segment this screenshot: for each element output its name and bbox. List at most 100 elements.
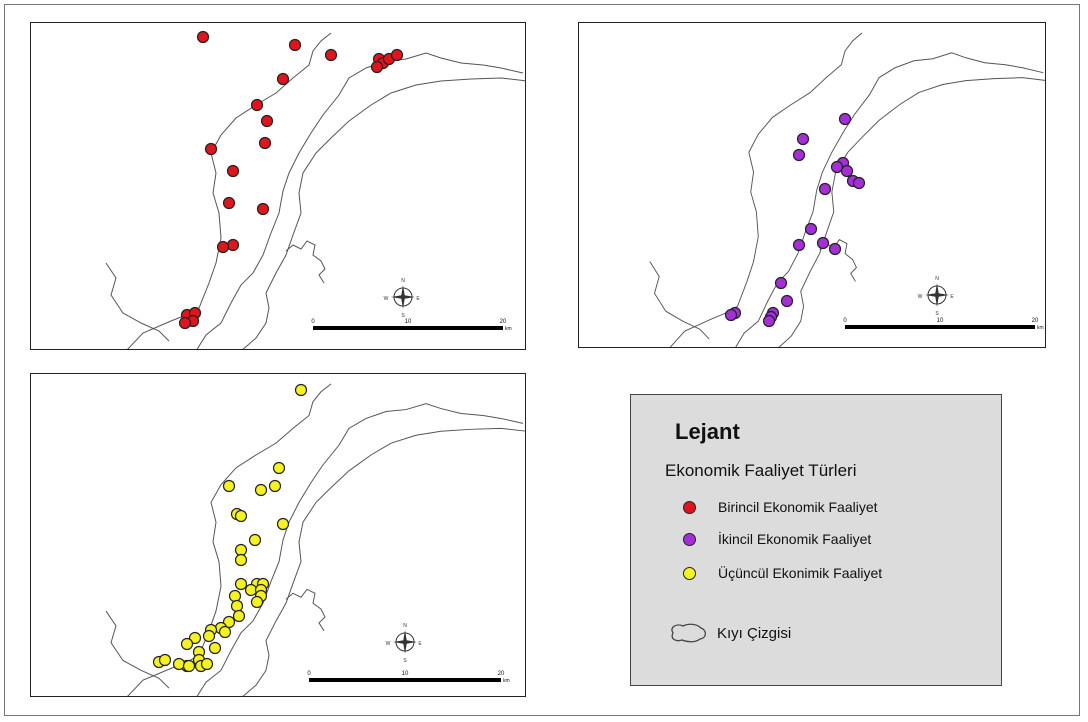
secondary-coastline-path-3 <box>649 261 710 340</box>
figure-frame <box>4 4 1080 716</box>
primary-activity-point <box>370 60 384 74</box>
legend-item-coastline: Kıyı Çizgisi <box>667 621 791 645</box>
secondary-activity-point <box>762 314 776 328</box>
tertiary-activity-point <box>222 479 236 493</box>
secondary-scalebar-label-2: 20 <box>1032 318 1039 324</box>
tertiary-activity-point <box>234 543 248 557</box>
primary-scalebar-label-0: 0 <box>311 319 315 325</box>
legend-coastline-label: Kıyı Çizgisi <box>717 624 792 642</box>
legend-subtitle: Ekonomik Faaliyet Türleri <box>665 461 857 480</box>
tertiary-activity-point <box>202 629 216 643</box>
primary-coastline-path-1 <box>196 52 524 349</box>
secondary-scalebar-unit: km <box>1037 325 1044 331</box>
legend-box: Lejant Ekonomik Faaliyet Türleri Birinci… <box>630 394 1002 686</box>
legend-item-primary-label: Birincil Ekonomik Faaliyet <box>718 499 878 515</box>
tertiary-scalebar-label-1: 10 <box>402 671 409 677</box>
primary-compass-s: S <box>401 313 405 319</box>
primary-activity-point <box>222 196 236 210</box>
legend-item-tertiary-label: Üçüncül Ekonimik Faaliyet <box>718 565 883 581</box>
legend-dot-tertiary <box>683 566 696 580</box>
secondary-coastline-path-1 <box>735 52 1044 347</box>
tertiary-scalebar <box>309 678 501 682</box>
tertiary-compass-star <box>393 630 417 654</box>
primary-activity-point <box>226 164 240 178</box>
tertiary-activity-point <box>254 483 268 497</box>
primary-coastline-path-4 <box>285 240 326 284</box>
tertiary-coastline-path-2 <box>242 427 525 696</box>
primary-compass-w: W <box>384 296 389 302</box>
secondary-activity-point <box>818 182 832 196</box>
legend-title: Lejant <box>675 419 740 444</box>
primary-coastline-path-3 <box>105 262 170 342</box>
tertiary-compass-s: S <box>403 658 407 664</box>
secondary-coastline-group <box>649 32 1045 347</box>
legend-item-secondary: İkincil Ekonomik Faaliyet <box>683 531 871 547</box>
secondary-activity-point <box>830 160 844 174</box>
tertiary-activity-point <box>182 659 196 673</box>
primary-compass-n: N <box>401 278 405 284</box>
tertiary-activity-point <box>276 517 290 531</box>
legend-item-primary: Birincil Ekonomik Faaliyet <box>683 499 878 515</box>
coastline-outline-icon <box>671 623 707 643</box>
legend-item-secondary-label: İkincil Ekonomik Faaliyet <box>718 531 872 547</box>
secondary-activity-point <box>792 238 806 252</box>
secondary-activity-point <box>724 308 738 322</box>
primary-activity-point <box>216 240 230 254</box>
secondary-activity-point <box>796 132 810 146</box>
primary-activity-point <box>204 142 218 156</box>
tertiary-activity-point <box>228 589 242 603</box>
secondary-scalebar-label-0: 0 <box>843 318 847 324</box>
primary-activity-point <box>178 316 192 330</box>
secondary-activity-point <box>838 112 852 126</box>
tertiary-activity-point <box>208 641 222 655</box>
legend-item-tertiary: Üçüncül Ekonimik Faaliyet <box>683 565 882 581</box>
tertiary-activity-point <box>268 479 282 493</box>
secondary-compass-n: N <box>935 276 939 282</box>
tertiary-coastline-path-3 <box>105 610 170 689</box>
primary-scalebar <box>313 326 503 330</box>
tertiary-activity-point <box>232 609 246 623</box>
tertiary-activity-point <box>180 637 194 651</box>
primary-activity-point <box>226 238 240 252</box>
primary-coastline-group <box>105 32 525 349</box>
tertiary-activity-point <box>244 583 258 597</box>
secondary-coastline-path-0 <box>669 32 863 347</box>
secondary-activity-point <box>816 236 830 250</box>
secondary-compass-star <box>925 283 949 307</box>
tertiary-scalebar-unit: km <box>503 678 510 684</box>
tertiary-activity-point <box>272 461 286 475</box>
primary-scalebar-unit: km <box>505 326 512 332</box>
secondary-activity-point <box>774 276 788 290</box>
secondary-activity-point <box>780 294 794 308</box>
primary-activity-point <box>276 72 290 86</box>
tertiary-activity-point <box>172 657 186 671</box>
legend-dot-primary <box>683 500 696 514</box>
tertiary-activity-point <box>234 577 248 591</box>
secondary-compass-e: E <box>950 294 954 300</box>
tertiary-activity-point <box>294 383 308 397</box>
tertiary-activity-point <box>218 625 232 639</box>
primary-activity-point <box>288 38 302 52</box>
secondary-activity-point <box>840 164 854 178</box>
primary-activity-point <box>390 48 404 62</box>
secondary-activity-point <box>828 242 842 256</box>
primary-compass-star <box>391 285 415 309</box>
primary-scalebar-label-1: 10 <box>405 319 412 325</box>
tertiary-scalebar-label-0: 0 <box>307 671 311 677</box>
primary-compass-e: E <box>416 296 420 302</box>
tertiary-compass-n: N <box>403 623 407 629</box>
primary-scalebar-label-2: 20 <box>500 319 507 325</box>
primary-coastline-path-0 <box>127 32 332 349</box>
tertiary-activity-point <box>250 595 264 609</box>
tertiary-activity-point <box>158 653 172 667</box>
primary-activity-point <box>256 202 270 216</box>
primary-coastline-path-2 <box>242 77 525 349</box>
primary-compass-icon: N S E W <box>384 278 421 319</box>
primary-activity-point <box>196 30 210 44</box>
secondary-scalebar <box>845 325 1035 329</box>
